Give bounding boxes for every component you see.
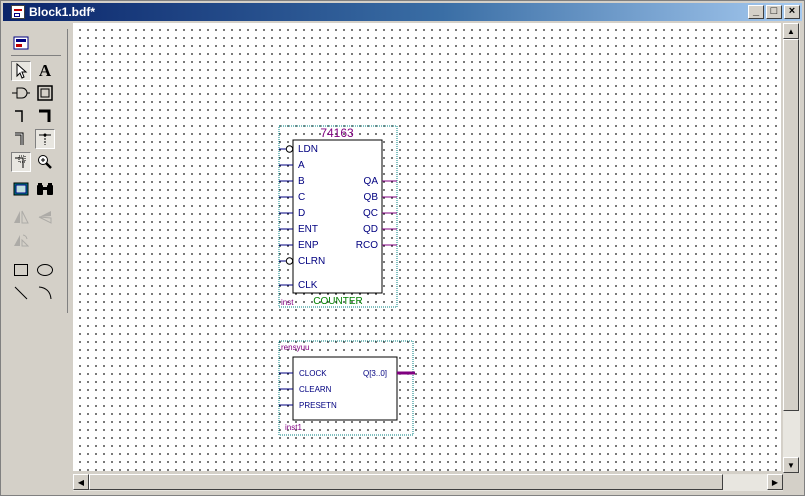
counter-footer-label: COUNTER xyxy=(313,296,362,307)
flip-horizontal-icon xyxy=(11,207,31,227)
rensyuu-pin-clock[interactable]: CLOCK xyxy=(279,369,327,378)
scroll-right-button[interactable]: ▶ xyxy=(767,474,783,490)
rensyuu-pin-q-bus[interactable]: Q[3..0] xyxy=(363,369,415,378)
pin-label-qd: QD xyxy=(363,224,378,235)
counter-pin-c[interactable]: C xyxy=(279,192,305,203)
rectangle-tool-icon[interactable] xyxy=(11,260,31,280)
rensyuu-body xyxy=(292,356,398,421)
rensyuu-pin-clearn[interactable]: CLEARN xyxy=(279,385,332,394)
schematic-canvas[interactable]: 74163 LDN A B C xyxy=(73,23,781,471)
pin-label-enp: ENP xyxy=(298,240,319,251)
block-view-icon[interactable] xyxy=(11,33,31,53)
minimize-button[interactable]: _ xyxy=(748,5,764,19)
pin-label-presetn: PRESETN xyxy=(299,401,337,410)
rubberbanding-icon[interactable] xyxy=(35,129,55,149)
pin-label-clrn: CLRN xyxy=(298,256,325,267)
counter-pin-rco[interactable]: RCO xyxy=(356,240,397,251)
full-screen-icon[interactable] xyxy=(11,179,31,199)
counter-body xyxy=(292,139,383,294)
toolbar-top-section xyxy=(11,33,61,56)
counter-pin-a[interactable]: A xyxy=(279,160,305,171)
maximize-button[interactable]: □ xyxy=(766,5,782,19)
document-icon xyxy=(11,5,25,19)
counter-pin-clk[interactable]: CLK xyxy=(279,280,318,291)
pin-label-d: D xyxy=(298,208,305,219)
rensyuu-selection-border xyxy=(278,340,414,436)
counter-pin-qc[interactable]: QC xyxy=(363,208,397,219)
pin-label-clearn: CLEARN xyxy=(299,385,332,394)
counter-instance-name: inst xyxy=(281,298,294,307)
scroll-left-button[interactable]: ◀ xyxy=(73,474,89,490)
text-tool-icon[interactable]: A xyxy=(38,61,52,80)
counter-pin-qd[interactable]: QD xyxy=(363,224,397,235)
window-title: Block1.bdf* xyxy=(29,5,96,19)
pin-label-c: C xyxy=(298,192,305,203)
block-editor-toolbar: A xyxy=(7,29,68,313)
counter-pin-clrn[interactable]: CLRN xyxy=(279,256,325,267)
counter-pin-ldn[interactable]: LDN xyxy=(279,144,318,155)
rensyuu-symbol-name: rensyuu xyxy=(281,343,309,352)
pin-label-rco: RCO xyxy=(356,240,378,251)
pin-label-ent: ENT xyxy=(298,224,318,235)
pin-label-b: B xyxy=(298,176,305,187)
pin-label-a: A xyxy=(298,160,305,171)
vertical-scroll-thumb[interactable] xyxy=(783,39,799,411)
counter-pin-ent[interactable]: ENT xyxy=(279,224,318,235)
counter-selection-border xyxy=(278,125,398,308)
symbol-tool-icon[interactable] xyxy=(11,83,31,103)
pin-label-clk: CLK xyxy=(298,280,318,291)
counter-pin-enp[interactable]: ENP xyxy=(279,240,319,251)
orthogonal-bus-icon[interactable] xyxy=(35,106,55,126)
rensyuu-pin-presetn[interactable]: PRESETN xyxy=(279,401,337,410)
pin-label-q-bus: Q[3..0] xyxy=(363,369,387,378)
selection-arrow-icon[interactable] xyxy=(11,61,31,81)
pin-label-clock: CLOCK xyxy=(299,369,327,378)
partial-line-selection-icon[interactable] xyxy=(11,152,31,172)
rotate-icon xyxy=(11,231,31,251)
rensyuu-instance-name: inst1 xyxy=(285,423,302,432)
counter-pin-b[interactable]: B xyxy=(279,176,305,187)
scroll-up-button[interactable]: ▲ xyxy=(783,23,799,39)
flip-vertical-icon xyxy=(35,207,55,227)
counter-pin-qb[interactable]: QB xyxy=(364,192,397,203)
close-button[interactable]: × xyxy=(784,5,800,19)
counter-pin-d[interactable]: D xyxy=(279,208,305,219)
orthogonal-conduit-icon[interactable] xyxy=(11,129,31,149)
pin-label-qc: QC xyxy=(363,208,378,219)
oval-tool-icon[interactable] xyxy=(35,260,55,280)
pin-label-ldn: LDN xyxy=(298,144,318,155)
find-binoculars-icon[interactable] xyxy=(35,179,55,199)
horizontal-scrollbar[interactable]: ◀ ▶ xyxy=(73,474,783,491)
arc-tool-icon[interactable] xyxy=(35,283,55,303)
counter-pin-qa[interactable]: QA xyxy=(364,176,397,187)
rensyuu-symbol[interactable]: rensyuu CLOCK CLEARN PRESETN Q[3..0] xyxy=(278,340,415,436)
block-tool-icon[interactable] xyxy=(35,83,55,103)
line-tool-icon[interactable] xyxy=(11,283,31,303)
counter-symbol[interactable]: 74163 LDN A B C xyxy=(278,125,398,308)
title-bar[interactable]: Block1.bdf* _ □ × xyxy=(3,3,802,21)
scroll-down-button[interactable]: ▼ xyxy=(783,457,799,473)
horizontal-scroll-thumb[interactable] xyxy=(89,474,723,490)
vertical-scrollbar[interactable]: ▲ ▼ xyxy=(783,23,800,473)
counter-part-name: 74163 xyxy=(320,126,354,140)
pin-label-qb: QB xyxy=(364,192,379,203)
scrollbar-corner xyxy=(783,474,800,491)
pin-label-qa: QA xyxy=(364,176,379,187)
zoom-icon[interactable] xyxy=(35,152,55,172)
orthogonal-node-icon[interactable] xyxy=(11,106,31,126)
